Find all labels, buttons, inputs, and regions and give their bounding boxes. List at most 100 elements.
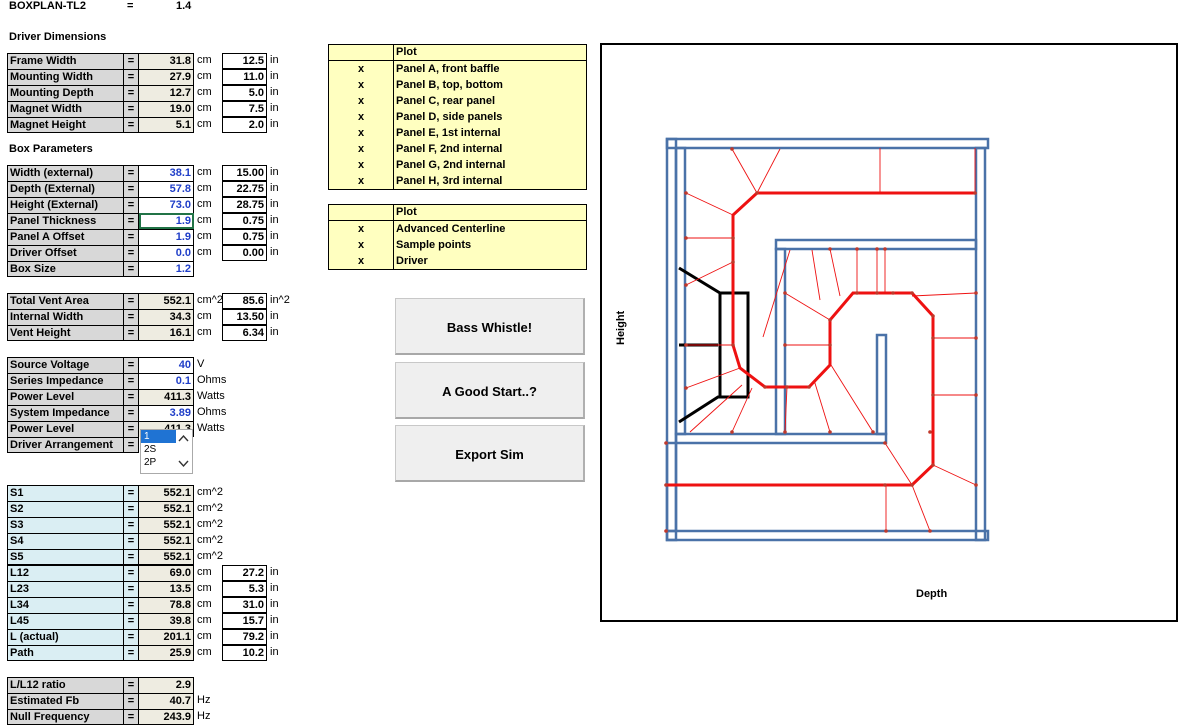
row-value-cell[interactable]: 552.1	[139, 293, 194, 309]
row-label: Depth (External)	[7, 181, 124, 197]
row-value-cell[interactable]: 0.1	[139, 373, 194, 389]
plot-check-mark[interactable]: x	[329, 109, 394, 125]
plot-check-mark[interactable]: x	[329, 77, 394, 93]
row-equals: =	[124, 101, 139, 117]
row-value-cell[interactable]: 1.9	[139, 229, 194, 245]
row-value-cell[interactable]: 25.9	[139, 645, 194, 661]
row-value-cell[interactable]: 552.1	[139, 549, 194, 565]
row-inch-value[interactable]: 27.2	[222, 565, 267, 581]
arrangement-option[interactable]: 1	[141, 430, 176, 443]
row-inch-value[interactable]: 10.2	[222, 645, 267, 661]
plot-check-mark[interactable]: x	[329, 93, 394, 109]
row-value-cell[interactable]: 19.0	[139, 101, 194, 117]
export-sim-button[interactable]: Export Sim	[395, 425, 585, 482]
row-value-cell[interactable]: 552.1	[139, 485, 194, 501]
plot-check-mark[interactable]: x	[329, 125, 394, 141]
plot-check-mark[interactable]: x	[329, 173, 394, 189]
row-value-cell[interactable]: 27.9	[139, 69, 194, 85]
row-inch-value[interactable]: 7.5	[222, 101, 267, 117]
row-inch-value[interactable]: 0.75	[222, 229, 267, 245]
good-start-button[interactable]: A Good Start..?	[395, 362, 585, 419]
row-value-cell[interactable]: 40	[139, 357, 194, 373]
row-inch-value[interactable]: 28.75	[222, 197, 267, 213]
row-inch-value[interactable]: 0.75	[222, 213, 267, 229]
row-inch-value[interactable]: 5.3	[222, 581, 267, 597]
row-value-cell[interactable]: 3.89	[139, 405, 194, 421]
arrangement-option[interactable]: 2P	[144, 457, 157, 468]
row-unit: cm^2	[197, 486, 223, 498]
row-value-cell[interactable]: 0.0	[139, 245, 194, 261]
sample-point	[883, 441, 887, 445]
row-inch-value[interactable]: 5.0	[222, 85, 267, 101]
plot-check-mark[interactable]: x	[329, 61, 394, 77]
row-inch-value[interactable]: 13.50	[222, 309, 267, 325]
plot-check-mark[interactable]: x	[329, 157, 394, 173]
row-inch-value[interactable]: 6.34	[222, 325, 267, 341]
row-inch-value[interactable]: 12.5	[222, 53, 267, 69]
row-label: Null Frequency	[7, 709, 124, 725]
row-value-cell[interactable]: 1.9	[139, 213, 194, 229]
row-inch-unit: in	[270, 598, 279, 610]
row-value-cell[interactable]: 13.5	[139, 581, 194, 597]
row-unit: cm	[197, 582, 212, 594]
driver-arrangement-listbox[interactable]: 1 2S 2P	[140, 429, 193, 474]
row-value-cell[interactable]: 34.3	[139, 309, 194, 325]
plot-check-mark[interactable]: x	[329, 237, 394, 253]
row-inch-unit: in	[270, 246, 279, 258]
chevron-down-icon[interactable]	[178, 460, 189, 468]
row-value-cell[interactable]: 78.8	[139, 597, 194, 613]
row-value-cell[interactable]: 552.1	[139, 501, 194, 517]
plot-check-mark[interactable]: x	[329, 221, 394, 237]
row-unit: cm^2	[197, 550, 223, 562]
listbox-scrollbar[interactable]	[175, 430, 192, 473]
row-value-cell[interactable]: 31.8	[139, 53, 194, 69]
sample-point	[931, 336, 935, 340]
guide-line	[884, 442, 913, 486]
arrangement-option[interactable]: 2S	[144, 444, 157, 455]
bass-whistle-button[interactable]: Bass Whistle!	[395, 298, 585, 355]
chevron-up-icon[interactable]	[178, 434, 189, 442]
plot-check-mark[interactable]: x	[329, 253, 394, 269]
row-value-cell[interactable]: 69.0	[139, 565, 194, 581]
row-value-cell[interactable]: 552.1	[139, 533, 194, 549]
sample-point	[684, 343, 688, 347]
row-value-cell[interactable]: 201.1	[139, 629, 194, 645]
sample-point	[931, 393, 935, 397]
row-value-cell[interactable]: 243.9	[139, 709, 194, 725]
row-value-cell[interactable]: 73.0	[139, 197, 194, 213]
row-value-cell[interactable]: 57.8	[139, 181, 194, 197]
row-inch-value[interactable]: 85.6	[222, 293, 267, 309]
row-value-cell[interactable]: 2.9	[139, 677, 194, 693]
row-inch-value[interactable]: 2.0	[222, 117, 267, 133]
row-value-cell[interactable]: 38.1	[139, 165, 194, 181]
row-value-cell[interactable]: 40.7	[139, 693, 194, 709]
row-value-cell[interactable]: 1.2	[139, 261, 194, 277]
row-inch-value[interactable]: 15.7	[222, 613, 267, 629]
row-value-cell[interactable]: 552.1	[139, 517, 194, 533]
row-inch-value[interactable]: 79.2	[222, 629, 267, 645]
row-inch-value[interactable]: 31.0	[222, 597, 267, 613]
guide-line	[731, 387, 753, 433]
row-value-cell[interactable]: 39.8	[139, 613, 194, 629]
plot-check-mark[interactable]: x	[329, 141, 394, 157]
row-inch-value[interactable]: 15.00	[222, 165, 267, 181]
row-value-cell[interactable]: 5.1	[139, 117, 194, 133]
row-inch-value[interactable]: 11.0	[222, 69, 267, 85]
row-inch-value[interactable]: 22.75	[222, 181, 267, 197]
row-inch-value[interactable]: 0.00	[222, 245, 267, 261]
row-value-cell[interactable]: 12.7	[139, 85, 194, 101]
sample-point	[871, 430, 875, 434]
row-value-cell[interactable]: 411.3	[139, 389, 194, 405]
row-value-cell[interactable]: 16.1	[139, 325, 194, 341]
